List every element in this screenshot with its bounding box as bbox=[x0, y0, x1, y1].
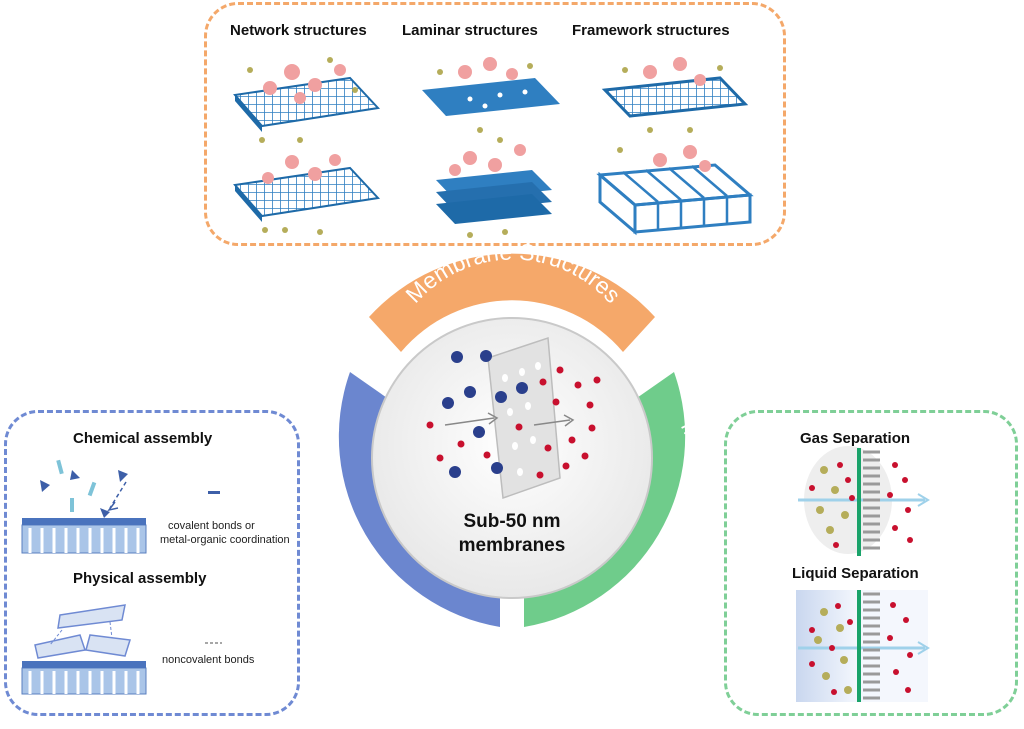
chemical-desc-line2: metal-organic coordination bbox=[160, 534, 290, 546]
structure-small-particles bbox=[247, 57, 723, 238]
core-membrane bbox=[444, 336, 575, 500]
liquid-separation-title: Liquid Separation bbox=[792, 565, 919, 582]
laminar-membrane-top bbox=[422, 78, 560, 116]
laminar-structures-title: Laminar structures bbox=[402, 22, 538, 39]
core-particles-navy bbox=[442, 350, 528, 478]
chemical-assembly-title: Chemical assembly bbox=[73, 430, 213, 447]
applications-panel bbox=[724, 410, 1018, 716]
core-title-line1: Sub-50 nm bbox=[463, 511, 560, 532]
physical-substrate bbox=[21, 661, 147, 695]
chemical-desc-line1: covalent bonds or bbox=[168, 520, 255, 532]
network-membrane-bottom bbox=[233, 166, 381, 222]
gas-separation-title: Gas Separation bbox=[800, 430, 911, 447]
fabrication-panel bbox=[4, 410, 300, 716]
physical-nanosheets bbox=[34, 604, 222, 659]
framework-membrane-top bbox=[601, 76, 749, 118]
structure-particles bbox=[262, 57, 711, 184]
gas-particles bbox=[809, 462, 913, 548]
structures-panel bbox=[204, 2, 786, 246]
framework-cube bbox=[596, 163, 754, 236]
core-particles-red bbox=[426, 366, 601, 479]
chemical-monomers bbox=[40, 459, 220, 518]
chemical-substrate bbox=[21, 518, 147, 554]
physical-assembly-title: Physical assembly bbox=[73, 570, 207, 587]
network-membrane-top bbox=[233, 76, 381, 132]
liquid-separation-figure bbox=[796, 590, 930, 702]
network-structures-title: Network structures bbox=[230, 22, 367, 39]
liquid-particles bbox=[809, 602, 913, 695]
framework-structures-title: Framework structures bbox=[572, 22, 730, 39]
core-title-line2: membranes bbox=[459, 535, 566, 556]
laminar-stack bbox=[436, 170, 552, 224]
segment-structures bbox=[369, 253, 655, 352]
physical-desc: noncovalent bonds bbox=[162, 654, 255, 666]
